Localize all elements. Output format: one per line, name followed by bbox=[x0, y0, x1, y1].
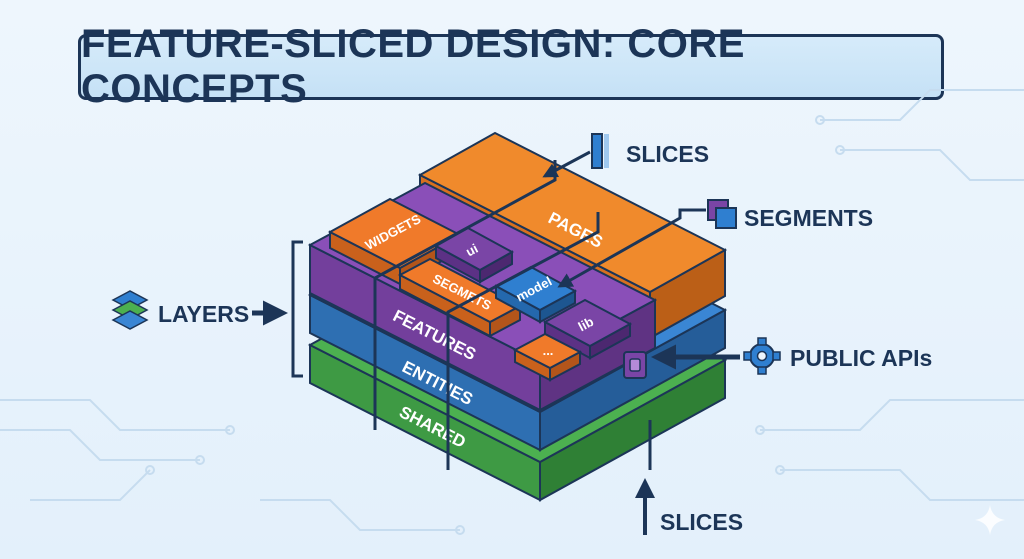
slice-icon bbox=[591, 133, 603, 169]
callout-label-public-apis: PUBLIC APIs bbox=[790, 345, 932, 371]
segment-label-lib: lib bbox=[576, 314, 596, 334]
callout-segments: SEGMENTS bbox=[557, 199, 873, 288]
callout-label-segments: SEGMENTS bbox=[744, 205, 873, 231]
callout-label-layers: LAYERS bbox=[158, 301, 249, 327]
page-title: FEATURE-SLICED DESIGN: CORE CONCEPTS bbox=[81, 22, 745, 111]
callout-label-slices-bottom: SLICES bbox=[660, 509, 743, 535]
callout-slices-bottom: SLICES bbox=[635, 478, 743, 535]
segment-model: model bbox=[493, 265, 578, 324]
gear-icon bbox=[743, 337, 781, 375]
arrow-slices-top bbox=[542, 150, 591, 178]
slice-icon-shadow bbox=[604, 134, 609, 168]
segments-icon-front bbox=[715, 207, 737, 229]
segment-more: ... bbox=[512, 332, 583, 382]
segment-label-more: ... bbox=[543, 343, 554, 358]
public-api-connector bbox=[623, 351, 647, 379]
callout-slices-top: SLICES bbox=[542, 133, 709, 178]
circuit-decoration bbox=[0, 89, 1024, 535]
sparkle-icon bbox=[975, 505, 1005, 535]
layers-bracket bbox=[291, 240, 303, 378]
callout-layers: LAYERS bbox=[111, 240, 303, 378]
arrow-segments bbox=[557, 208, 706, 288]
layers-icon bbox=[111, 290, 149, 330]
callout-label-slices-top: SLICES bbox=[626, 141, 709, 167]
segment-lib: lib bbox=[542, 298, 633, 360]
title-banner: FEATURE-SLICED DESIGN: CORE CONCEPTS bbox=[78, 22, 944, 111]
callout-public-apis: PUBLIC APIs bbox=[651, 337, 932, 375]
